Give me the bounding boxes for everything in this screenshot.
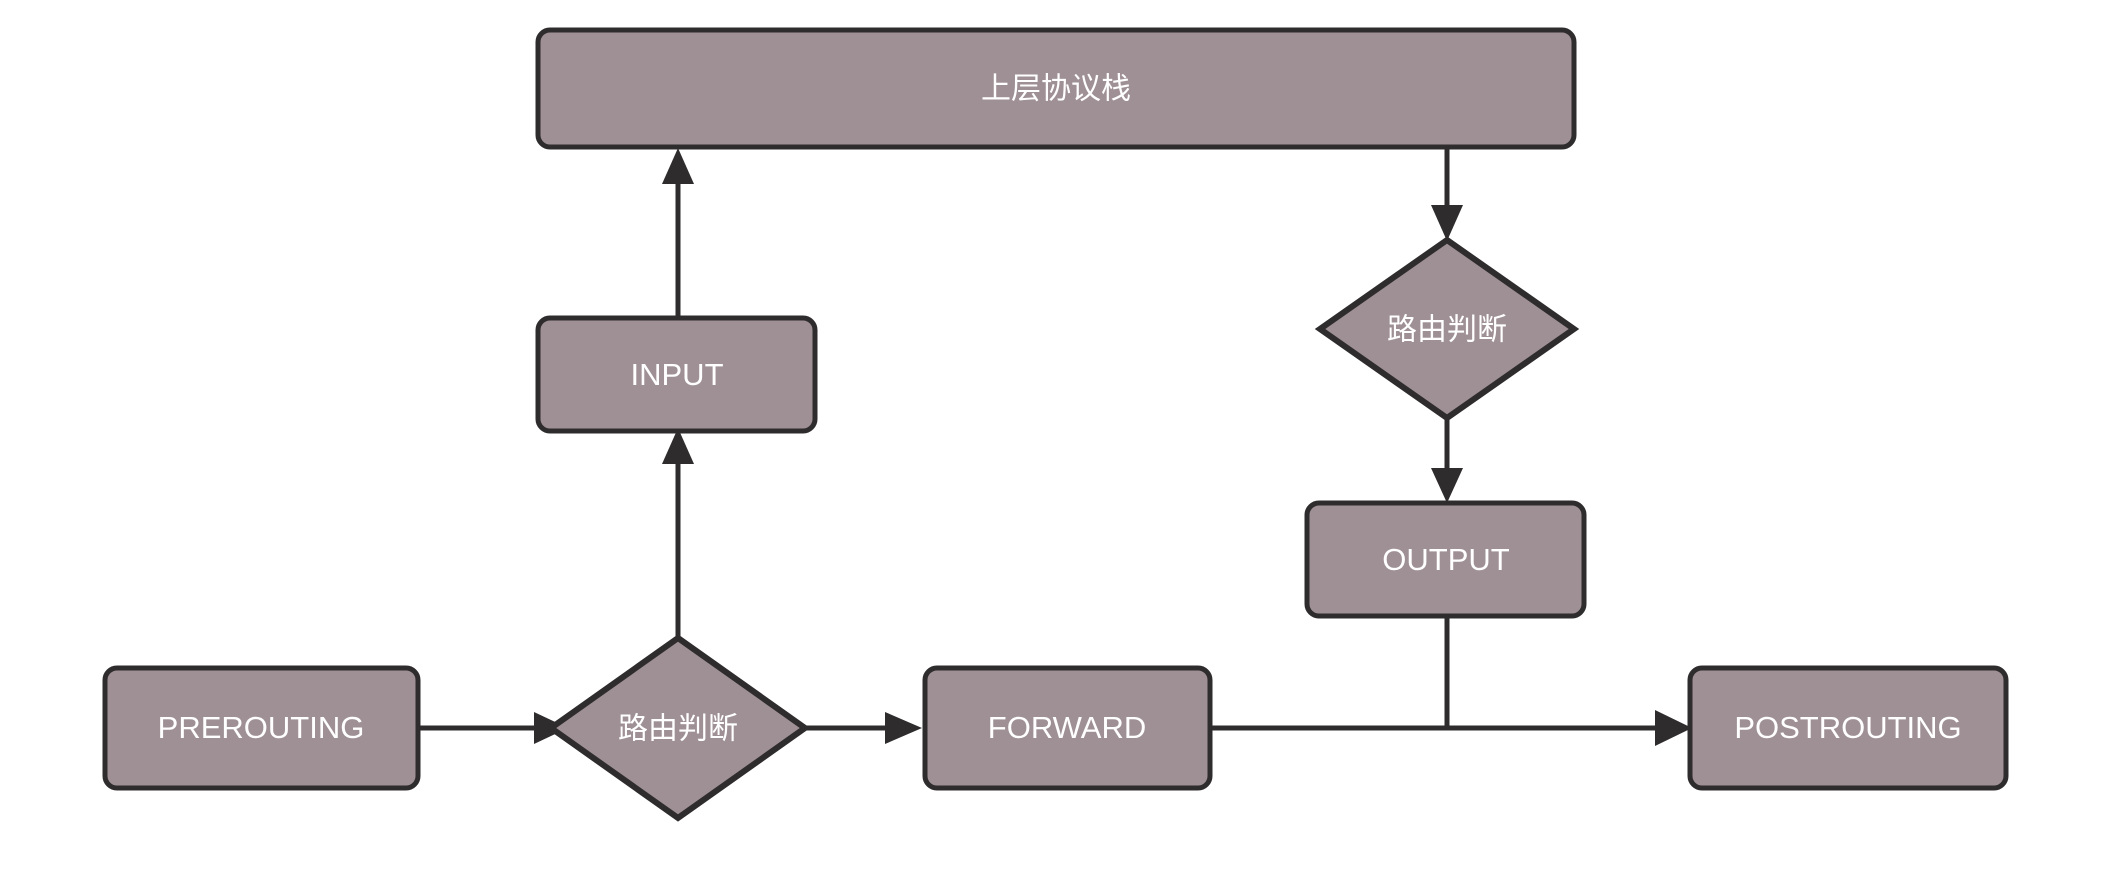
node-output-chain[interactable]: OUTPUT: [1304, 500, 1587, 619]
edge-route-decision-to-forward: [805, 712, 922, 744]
node-prerouting-chain[interactable]: PREROUTING: [102, 665, 421, 791]
node-background[interactable]: [1304, 500, 1587, 619]
arrowhead-icon: [1655, 710, 1692, 746]
node-background[interactable]: [535, 27, 1577, 150]
node-background[interactable]: [545, 634, 811, 822]
node-label: 路由判断: [618, 712, 738, 747]
node-label: POSTROUTING: [1734, 710, 1961, 745]
node-label: INPUT: [631, 357, 724, 392]
edge-input-to-upper-stack: [662, 148, 694, 318]
edge-prerouting-to-route-decision: [418, 712, 568, 744]
arrowhead-icon: [885, 712, 922, 744]
nodes-layer: 上层协议栈 INPUT 路由判断 OUTPUT PREROUTING: [102, 27, 2009, 822]
node-label: PREROUTING: [158, 710, 365, 745]
arrowhead-icon: [1431, 205, 1463, 241]
node-route-decision-output[interactable]: 路由判断: [1314, 236, 1580, 422]
node-forward-chain[interactable]: FORWARD: [922, 665, 1213, 791]
node-label: 上层协议栈: [981, 72, 1131, 107]
arrowhead-icon: [662, 148, 694, 184]
node-background[interactable]: [102, 665, 421, 791]
node-background[interactable]: [922, 665, 1213, 791]
node-upper-protocol-stack[interactable]: 上层协议栈: [535, 27, 1577, 150]
node-route-decision-forward[interactable]: 路由判断: [545, 634, 811, 822]
arrowhead-icon: [662, 428, 694, 464]
node-input-chain[interactable]: INPUT: [535, 315, 818, 434]
node-label: OUTPUT: [1382, 542, 1510, 577]
node-postrouting-chain[interactable]: POSTROUTING: [1687, 665, 2009, 791]
node-background[interactable]: [1314, 236, 1580, 422]
edge-route-decision-to-output: [1431, 418, 1463, 503]
node-background[interactable]: [535, 315, 818, 434]
node-background[interactable]: [1687, 665, 2009, 791]
edge-forward-to-postrouting: [1210, 710, 1692, 746]
node-label: 路由判断: [1387, 313, 1507, 348]
edge-upper-stack-to-route-decision: [1431, 147, 1463, 241]
edges-layer: [418, 147, 1692, 746]
node-label: FORWARD: [988, 710, 1146, 745]
edge-route-decision-to-input: [662, 428, 694, 638]
arrowhead-icon: [1431, 468, 1463, 503]
